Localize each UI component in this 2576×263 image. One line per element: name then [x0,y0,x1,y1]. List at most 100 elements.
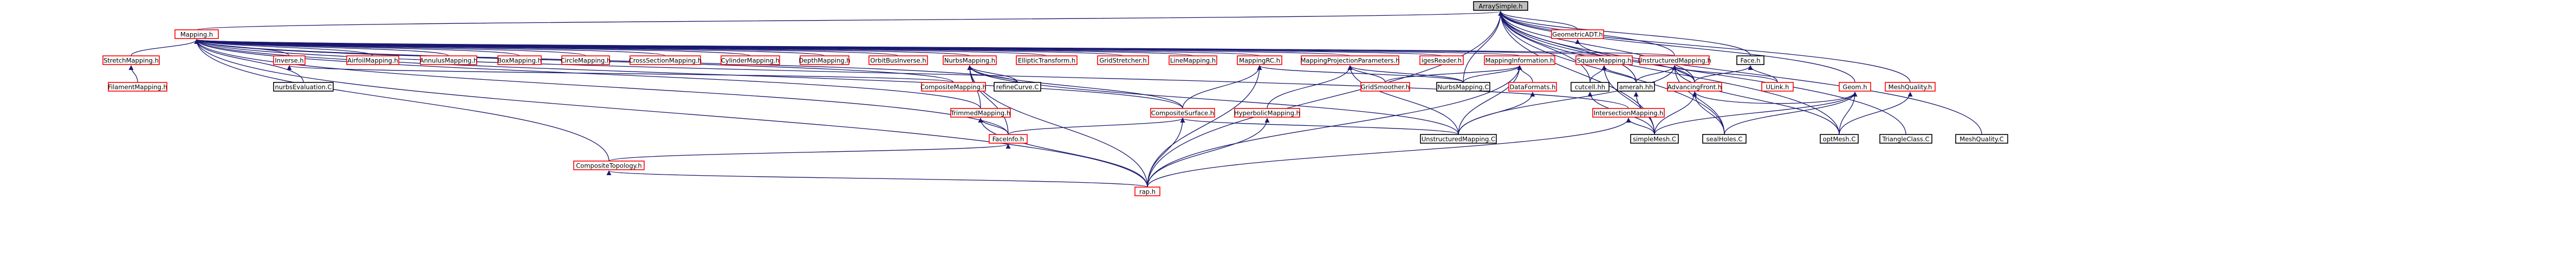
edge-uleak-to-unstructuredmappingh [1672,65,1778,83]
node-compositetopology[interactable]: CompositeTopology.h [573,161,645,170]
node-box [1508,82,1557,92]
node-label: amerah.hh [1619,84,1653,91]
node-box [1360,82,1410,92]
node-orbitbusinverse[interactable]: OrbitBusInverse.h [868,55,928,65]
node-box [1639,55,1710,65]
node-hyperbolicmapping[interactable]: HyperbolicMapping.h [1234,108,1300,118]
node-label: CompositeSurface.h [1151,110,1214,117]
node-circlemapping[interactable]: CircleMapping.h [561,55,611,65]
node-label: MeshQuality.h [1889,84,1932,91]
node-mappinginformation[interactable]: MappingInformation.h [1484,55,1555,65]
node-filamentmapping[interactable]: FilamentMapping.h [108,82,167,92]
edge-amerah-to-unstructuredmappingh [1636,65,1677,83]
node-amerah[interactable]: amerah.hh [1617,82,1655,92]
node-advancingfront[interactable]: AdvancingFront.h [1667,82,1722,92]
node-unstructuredmappingc[interactable]: UnstructuredMapping.C [1420,134,1497,144]
node-dataformats[interactable]: DataFormats.h [1508,82,1557,92]
node-mapping[interactable]: Mapping.h [174,29,219,39]
node-box [1575,55,1633,65]
node-box [1955,134,2008,144]
node-airfoilmapping[interactable]: AirfoilMapping.h [346,55,399,65]
node-meshqualityc[interactable]: MeshQuality.C [1955,134,2008,144]
node-nurbsevaluation[interactable]: nurbsEvaluation.C [273,82,334,92]
node-arraysimple[interactable]: ArraySimple.h [1473,1,1528,11]
node-inverse[interactable]: Inverse.h [273,55,306,65]
node-mappingprojectionparameters[interactable]: MappingProjectionParameters.h [1301,55,1400,65]
node-box [273,55,306,65]
node-crosssectionmapping[interactable]: CrossSectionMapping.h [629,55,702,65]
edge-sealholes-to-geom [1724,92,1858,135]
node-faceh[interactable]: Face.h [1736,55,1764,65]
node-cylindermapping[interactable]: CylinderMapping.h [721,55,780,65]
edge-gridsmoother-to-mappinginformation [1385,65,1522,83]
node-box [273,82,334,92]
node-squaremapping[interactable]: SquareMapping.h [1575,55,1633,65]
node-label: AnnulusMapping.h [420,57,478,65]
edge-meshquality-to-arraysimple [1498,11,1911,83]
node-ellipticstransform[interactable]: EllipticTransform.h [1016,55,1078,65]
node-igesreader[interactable]: igesReader.h [1419,55,1464,65]
edge-optmesh-to-arraysimple [1498,11,1840,135]
node-stretchmapping[interactable]: StretchMapping.h [102,55,160,65]
node-rap[interactable]: rap.h [1134,187,1160,196]
node-label: OrbitBusInverse.h [870,57,926,65]
node-mappingrc[interactable]: MappingRC.h [1237,55,1282,65]
node-sealholes[interactable]: sealHoles.C [1702,134,1747,144]
node-trimmedmapping[interactable]: TrimmedMapping.h [950,108,1011,118]
node-geometricadt[interactable]: GeometricADT.h [1551,29,1604,39]
edge-sealholes-to-arraysimple [1498,11,1725,135]
node-meshquality[interactable]: MeshQuality.h [1885,82,1936,92]
edge-nurbsmappingc-to-mappingrc [1257,65,1464,83]
edge-optmesh-to-meshquality [1839,92,1913,135]
node-box [630,55,701,65]
node-box [1839,82,1871,92]
node-box [800,55,849,65]
node-label: HyperbolicMapping.h [1234,110,1300,117]
node-annulusmapping[interactable]: AnnulusMapping.h [420,55,478,65]
node-label: CircleMapping.h [561,57,611,65]
edge-sealholes-to-advancingfront [1692,92,1725,135]
edge-uleak-to-faceh [1748,65,1778,83]
edge-refinecurve-to-nurbsmapping [967,65,1018,83]
edge-rap-to-mappinginformation [1147,65,1522,188]
node-box [1234,108,1300,118]
node-nurbsmapping[interactable]: NurbsMapping.h [943,55,997,65]
node-depthmapping[interactable]: DepthMapping.h [799,55,851,65]
node-gridsmoother[interactable]: GridSmoother.h [1360,82,1410,92]
node-optmesh[interactable]: optMesh.C [1820,134,1859,144]
node-unstructuredmappingh[interactable]: UnstructuredMapping.h [1638,55,1711,65]
edge-trimmedmapping-to-mapping [194,39,981,109]
node-compositesurface[interactable]: CompositeSurface.h [1150,108,1215,118]
node-intersectionmapping[interactable]: IntersectionMapping.h [1592,108,1665,118]
node-label: UnstructuredMapping.h [1638,57,1711,65]
edge-geometricadt-to-arraysimple [1498,11,1578,30]
node-linemapping[interactable]: LineMapping.h [1169,55,1217,65]
node-box [721,55,780,65]
node-box [1134,187,1160,196]
node-label: StretchMapping.h [103,57,159,65]
edge-dataformats-to-mappinginformation [1517,65,1533,83]
edge-rap-to-trimmedmapping [978,118,1148,188]
edge-rap-to-mappingrc [1147,65,1262,188]
node-compositemapping[interactable]: CompositeMapping.h [920,82,987,92]
node-simplemesh[interactable]: simpleMesh.C [1630,134,1679,144]
node-geom[interactable]: Geom.h [1839,82,1871,92]
node-gridstretcher[interactable]: GridStretcher.h [1097,55,1149,65]
edge-unstructuredmappingh-to-mapping [195,39,1675,56]
node-box [1551,29,1604,39]
node-cutcellm[interactable]: cutcell.hh [1571,82,1610,92]
edge-faceh-to-arraysimple [1498,11,1751,56]
edge-nurbsmappingc-to-arraysimple [1463,11,1503,83]
node-nurbsmappingc[interactable]: NurbsMapping.C [1436,82,1490,92]
node-faceinfo[interactable]: FaceInfo.h [989,134,1028,144]
node-box [561,55,610,65]
node-triangleclass[interactable]: TriangleClass.C [1879,134,1932,144]
node-label: EllipticTransform.h [1018,57,1075,65]
node-uleak[interactable]: ULink.h [1761,82,1794,92]
node-box [1617,82,1655,92]
node-boxmapping[interactable]: BoxMapping.h [497,55,542,65]
node-refinecurve[interactable]: refineCurve.C [994,82,1041,92]
edge-rap-to-compositesurface [1147,118,1185,188]
node-label: AdvancingFront.h [1667,84,1722,91]
edge-unstructuredmappingc-to-unstructuredmappingh [1458,65,1677,135]
